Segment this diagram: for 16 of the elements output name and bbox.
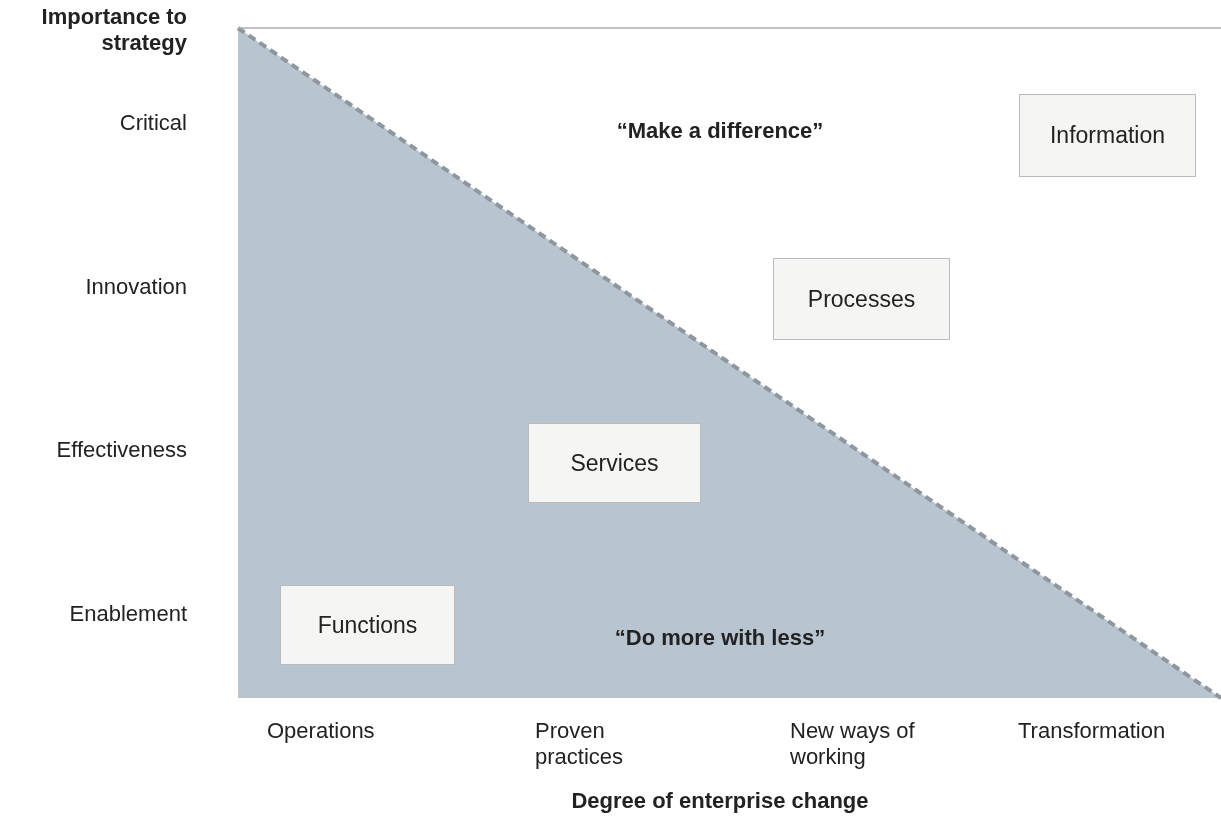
axis-tick-label: Effectiveness bbox=[55, 437, 187, 463]
category-box: Processes bbox=[773, 258, 950, 340]
category-box: Functions bbox=[280, 585, 455, 665]
axis-tick-label: Critical bbox=[118, 110, 187, 136]
axis-tick-label: New ways of working bbox=[790, 718, 916, 770]
category-box: Services bbox=[528, 423, 701, 503]
axis-tick-label: Enablement bbox=[68, 601, 187, 627]
axis-title: Importance to strategy bbox=[40, 4, 187, 56]
axis-tick-label: Transformation bbox=[1018, 718, 1167, 744]
category-box: Information bbox=[1019, 94, 1196, 177]
axis-title: Degree of enterprise change bbox=[570, 788, 870, 814]
axis-tick-label: Innovation bbox=[84, 274, 187, 300]
axis-tick-label: Proven practices bbox=[535, 718, 625, 770]
quote-text: “Do more with less” bbox=[613, 625, 827, 651]
axis-tick-label: Operations bbox=[267, 718, 376, 744]
quote-text: “Make a difference” bbox=[615, 118, 825, 144]
